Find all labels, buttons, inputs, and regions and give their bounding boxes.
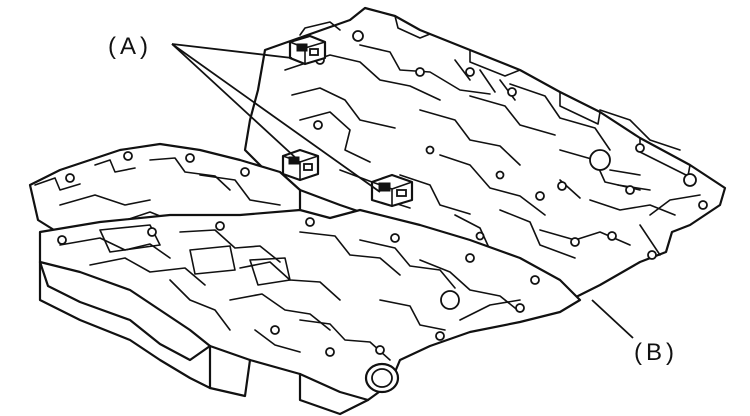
lower-valve-body <box>38 208 582 416</box>
solenoid-2 <box>281 148 320 182</box>
callout-b-leader <box>591 299 634 339</box>
upper-valve-body <box>243 6 727 307</box>
callout-a-leaders <box>171 43 381 193</box>
solenoid-3 <box>370 173 414 208</box>
callout-b-label: (B) <box>634 339 678 366</box>
solenoid-1 <box>288 34 327 66</box>
callout-a-label: (A) <box>108 33 152 60</box>
